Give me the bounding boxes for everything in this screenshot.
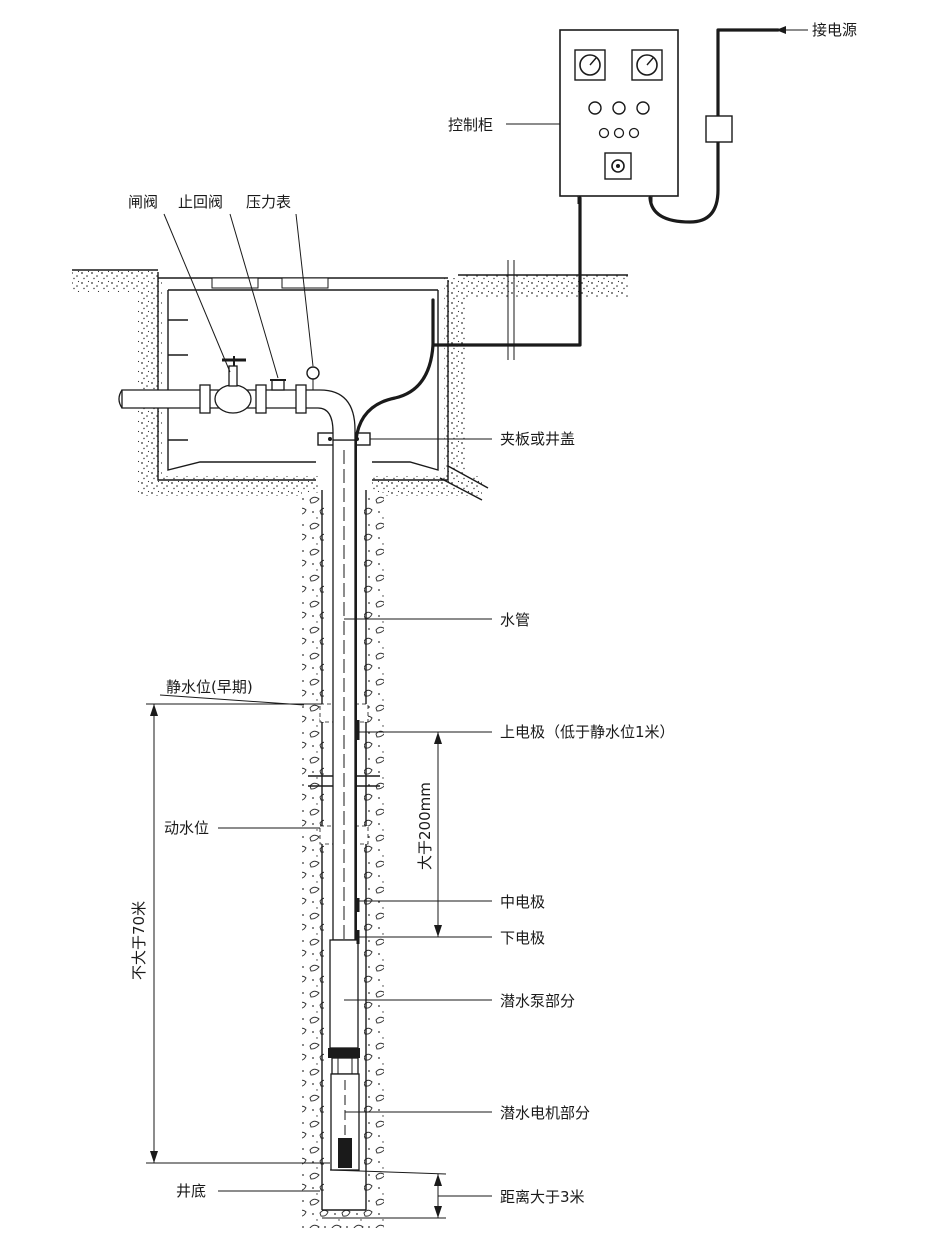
label-pump: 潜水泵部分 bbox=[500, 992, 575, 1010]
label-well-bottom: 井底 bbox=[176, 1182, 206, 1200]
outlet-pipe bbox=[118, 356, 356, 441]
label-gt200: 大于200mm bbox=[416, 782, 434, 870]
label-mid-electrode: 中电极 bbox=[500, 893, 545, 911]
label-low-electrode: 下电极 bbox=[500, 929, 545, 947]
label-water-pipe: 水管 bbox=[500, 611, 530, 629]
label-power: 接电源 bbox=[812, 21, 857, 39]
water-pipe-assembly bbox=[317, 432, 371, 1171]
dimension-lines bbox=[150, 26, 786, 1218]
leader-lines bbox=[146, 29, 808, 1219]
label-upper-electrode: 上电极（低于静水位1米） bbox=[500, 723, 675, 741]
label-gt3: 距离大于3米 bbox=[500, 1188, 585, 1206]
label-motor: 潜水电机部分 bbox=[500, 1104, 590, 1122]
cables bbox=[354, 28, 780, 442]
label-max70: 不大于70米 bbox=[130, 901, 148, 980]
label-clamp: 夹板或井盖 bbox=[500, 430, 575, 448]
ground-and-pit bbox=[72, 269, 628, 501]
label-static-level: 静水位(早期) bbox=[166, 678, 253, 696]
label-pressure-gauge: 压力表 bbox=[246, 193, 291, 211]
label-gate-valve: 闸阀 bbox=[128, 193, 158, 211]
well-bore bbox=[302, 490, 384, 1228]
control-cabinet bbox=[559, 29, 679, 204]
label-dynamic-level: 动水位 bbox=[164, 819, 209, 837]
label-cabinet: 控制柜 bbox=[448, 116, 493, 134]
label-check-valve: 止回阀 bbox=[178, 193, 223, 211]
